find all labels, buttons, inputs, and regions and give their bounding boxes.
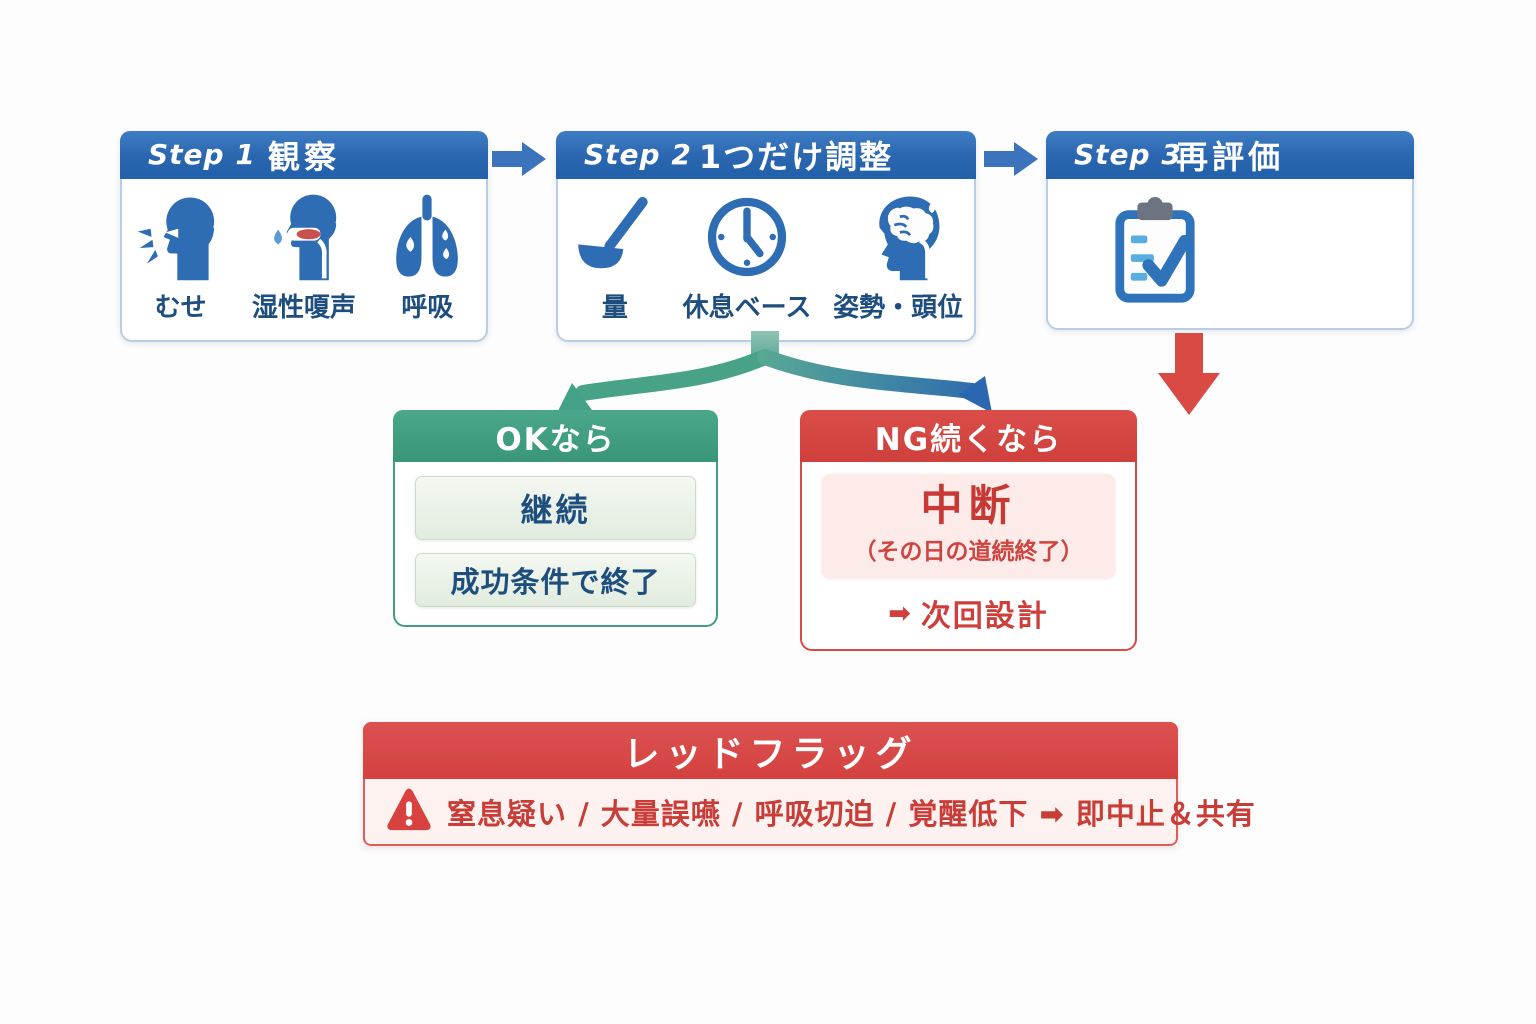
step2-title: 1つだけ調整 — [698, 138, 894, 176]
step2-body: 量 休息ベース — [556, 179, 976, 342]
step3-header: Step 3 再評価 — [1046, 131, 1414, 179]
step2-header: Step 2 1つだけ調整 — [556, 131, 976, 179]
right-arrow-icon: ➡ — [888, 597, 911, 629]
ok-branch-box: OKなら 継続 成功条件で終了 — [393, 410, 718, 627]
ok-item-continue: 継続 — [415, 476, 696, 540]
ng-branch-header: NG続くなら — [800, 410, 1137, 462]
step1-item-breathing: 呼吸 — [381, 191, 473, 324]
step2-item-rest-pace: 休息ベース — [682, 191, 812, 324]
clipboard-check-icon — [1100, 196, 1210, 311]
throat-aspiration-icon — [258, 191, 350, 283]
red-flag-message: 窒息疑い / 大量誤嚥 / 呼吸切迫 / 覚醒低下 ➡ 即中止＆共有 — [447, 796, 1256, 831]
ok-item-finish: 成功条件で終了 — [415, 553, 696, 607]
ok-branch-body: 継続 成功条件で終了 — [393, 462, 718, 627]
step2-box: Step 2 1つだけ調整 量 — [556, 131, 976, 342]
red-flag-title: レッドフラッグ — [363, 722, 1178, 779]
warning-triangle-icon — [385, 786, 433, 838]
step1-header: Step 1 観察 — [120, 131, 488, 179]
step2-item-posture: 姿勢・頭位 — [833, 191, 963, 324]
step3-title: 再評価 — [1175, 138, 1284, 176]
ng-next-plan-label: 次回設計 — [920, 599, 1049, 635]
step3-body — [1046, 179, 1414, 330]
step1-item-label: むせ — [154, 293, 207, 323]
step2-item-label: 休息ベース — [682, 293, 812, 323]
ng-interrupt-label: 中断 — [920, 481, 1017, 530]
step3-box: Step 3 再評価 — [1046, 131, 1414, 330]
step1-box: Step 1 観察 むせ — [120, 131, 488, 342]
step2-item-label: 姿勢・頭位 — [833, 293, 964, 323]
step2-item-label: 量 — [601, 293, 628, 323]
clock-icon — [701, 191, 793, 283]
step1-body: むせ 湿性嗄声 — [120, 179, 488, 342]
ok-branch-header: OKなら — [393, 410, 718, 462]
ng-interrupt-note: （その日の道続終了） — [853, 539, 1084, 566]
branch-arrows — [480, 331, 1080, 421]
step1-title: 観察 — [267, 138, 340, 176]
head-posture-icon — [852, 191, 944, 283]
step1-item-label: 呼吸 — [401, 293, 454, 323]
ng-interrupt-card: 中断 （その日の道続終了） — [822, 474, 1115, 579]
flow-arrow-step2-step3 — [984, 142, 1038, 180]
step1-label: Step 1 — [148, 138, 256, 171]
ng-branch-box: NG続くなら 中断 （その日の道続終了） ➡ 次回設計 — [800, 410, 1137, 652]
step2-item-amount: 量 — [569, 191, 661, 324]
flow-arrow-step3-down — [1158, 333, 1220, 419]
coughing-person-icon — [135, 191, 227, 283]
flow-arrow-step1-step2 — [492, 142, 546, 180]
lungs-icon — [381, 191, 473, 283]
ng-next-plan-row: ➡ 次回設計 — [888, 591, 1049, 635]
ng-branch-body: 中断 （その日の道続終了） ➡ 次回設計 — [800, 462, 1137, 652]
step1-item-muse: むせ — [135, 191, 227, 324]
step3-label: Step 3 — [1074, 138, 1182, 171]
step2-label: Step 2 — [584, 138, 692, 171]
red-flag-body: 窒息疑い / 大量誤嚥 / 呼吸切迫 / 覚醒低下 ➡ 即中止＆共有 — [363, 779, 1255, 846]
step1-item-wet-voice: 湿性嗄声 — [252, 191, 356, 324]
ladle-icon — [569, 191, 661, 283]
step1-item-label: 湿性嗄声 — [251, 293, 356, 323]
red-flag-banner: レッドフラッグ 窒息疑い / 大量誤嚥 / 呼吸切迫 / 覚醒低下 ➡ 即中止＆… — [363, 722, 1255, 846]
